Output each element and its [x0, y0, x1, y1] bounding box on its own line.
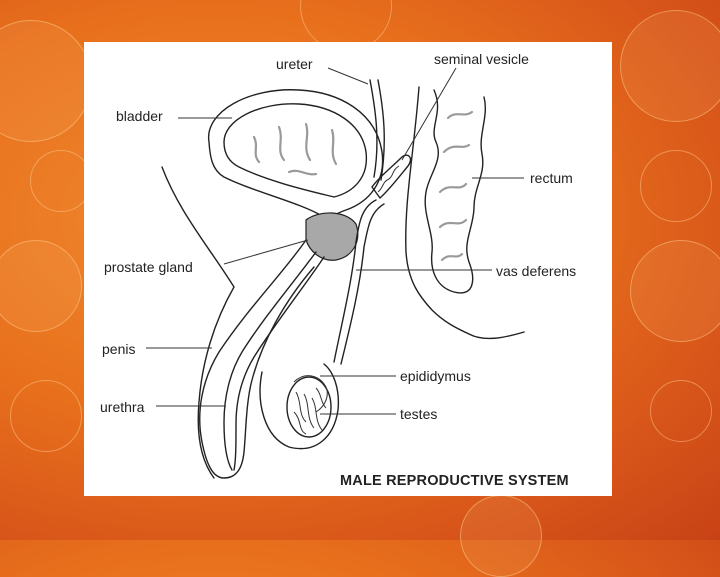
rectum-fold — [440, 220, 466, 227]
label-epididymus: epididymus — [400, 368, 471, 384]
leader-line-prostate-gland — [224, 240, 308, 264]
bg-bubble — [460, 495, 542, 577]
diagram-panel: ureter seminal vesicle bladder rectum pr… — [84, 42, 612, 496]
ureter-tube — [378, 80, 384, 180]
bg-bubble — [10, 380, 82, 452]
prostate-gland-shape — [306, 213, 358, 260]
rectum-outline — [425, 90, 485, 293]
bladder-fold — [306, 124, 310, 160]
bg-bubble — [650, 380, 712, 442]
rectum-fold — [448, 112, 472, 118]
bladder-fold — [254, 137, 259, 162]
bladder-outer — [209, 90, 383, 218]
bg-bubble — [630, 240, 720, 342]
label-seminal-vesicle: seminal vesicle — [434, 51, 529, 67]
label-bladder: bladder — [116, 108, 163, 124]
reproductive-system-diagram: ureter seminal vesicle bladder rectum pr… — [84, 42, 612, 496]
urethra-tube — [234, 257, 324, 470]
rectum-fold — [440, 184, 466, 192]
label-urethra: urethra — [100, 399, 145, 415]
rectum-fold — [442, 254, 462, 260]
bg-bubble — [0, 20, 92, 142]
leader-line-ureter — [328, 68, 368, 84]
label-prostate-gland: prostate gland — [104, 259, 193, 275]
label-testes: testes — [400, 406, 437, 422]
bladder-fold — [279, 127, 284, 160]
perineum-outline — [406, 87, 524, 338]
diagram-caption: MALE REPRODUCTIVE SYSTEM — [340, 473, 569, 489]
bg-bubble — [640, 150, 712, 222]
rectum-fold — [444, 145, 469, 152]
bg-bubble — [0, 240, 82, 332]
abdominal-wall-outline — [162, 167, 234, 478]
bladder-fold — [289, 171, 316, 174]
label-penis: penis — [102, 341, 135, 357]
label-ureter: ureter — [276, 56, 313, 72]
leader-line-seminal-vesicle — [402, 68, 456, 160]
bladder-inner — [224, 104, 366, 197]
label-rectum: rectum — [530, 170, 573, 186]
bg-bubble — [30, 150, 92, 212]
bladder-fold — [332, 130, 336, 164]
penis-outer — [200, 240, 314, 478]
testes-shape — [287, 377, 331, 437]
bg-bubble — [620, 10, 720, 122]
label-vas-deferens: vas deferens — [496, 263, 576, 279]
